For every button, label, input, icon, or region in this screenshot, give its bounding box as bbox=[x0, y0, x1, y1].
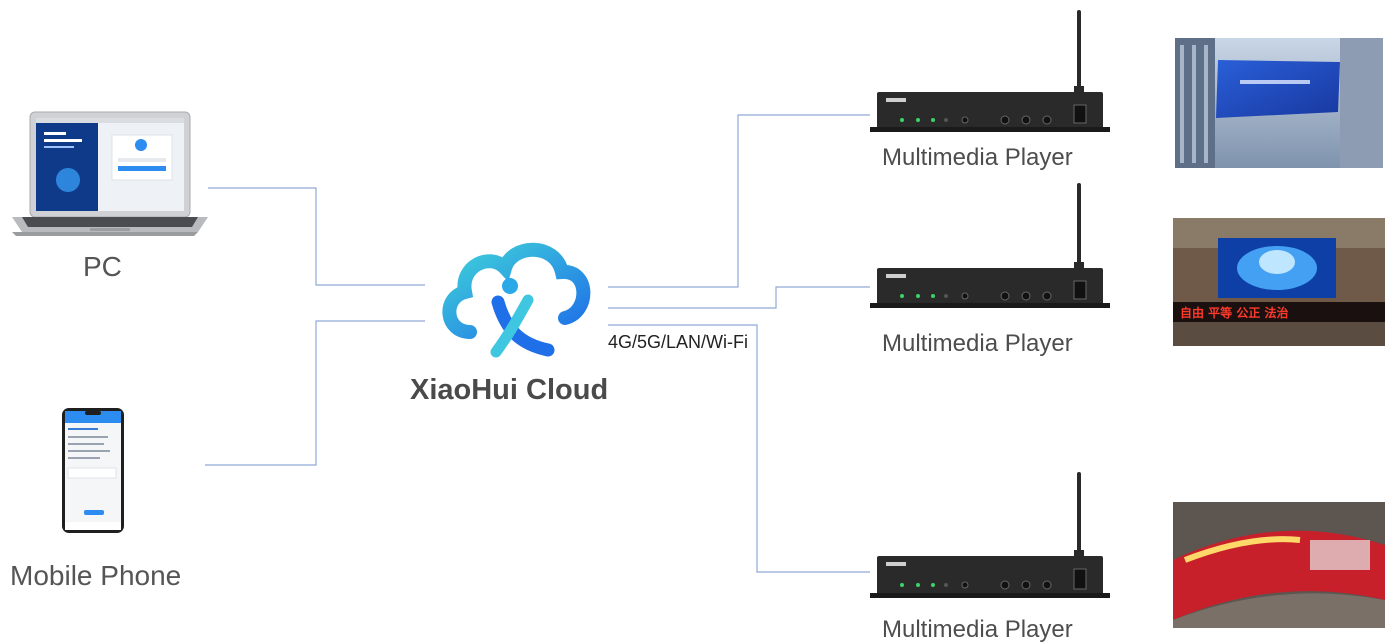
player-3-icon bbox=[870, 472, 1110, 598]
phone-connector bbox=[205, 320, 425, 466]
screen-ticker-text: 自由 平等 公正 法治 bbox=[1180, 305, 1289, 320]
player-2-connector bbox=[608, 286, 870, 309]
connection-types-label: 4G/5G/LAN/Wi-Fi bbox=[608, 332, 749, 352]
screen-photo-1 bbox=[1175, 38, 1383, 168]
player-1-icon bbox=[870, 10, 1110, 132]
screen-photo-3 bbox=[1173, 502, 1385, 628]
player-3-connector bbox=[608, 324, 870, 573]
player-3-label: Multimedia Player bbox=[882, 616, 1073, 643]
pc-label: PC bbox=[83, 251, 122, 282]
screen-photo-2: 自由 平等 公正 法治 bbox=[1173, 218, 1385, 346]
player-1-connector bbox=[608, 114, 870, 288]
player-1-label: Multimedia Player bbox=[882, 144, 1073, 171]
mobile-phone-label: Mobile Phone bbox=[10, 560, 182, 591]
pc-connector bbox=[208, 187, 425, 286]
cloud-name-label: XiaoHui Cloud bbox=[410, 374, 609, 406]
player-2-label: Multimedia Player bbox=[882, 330, 1073, 357]
player-2-icon bbox=[870, 183, 1110, 308]
